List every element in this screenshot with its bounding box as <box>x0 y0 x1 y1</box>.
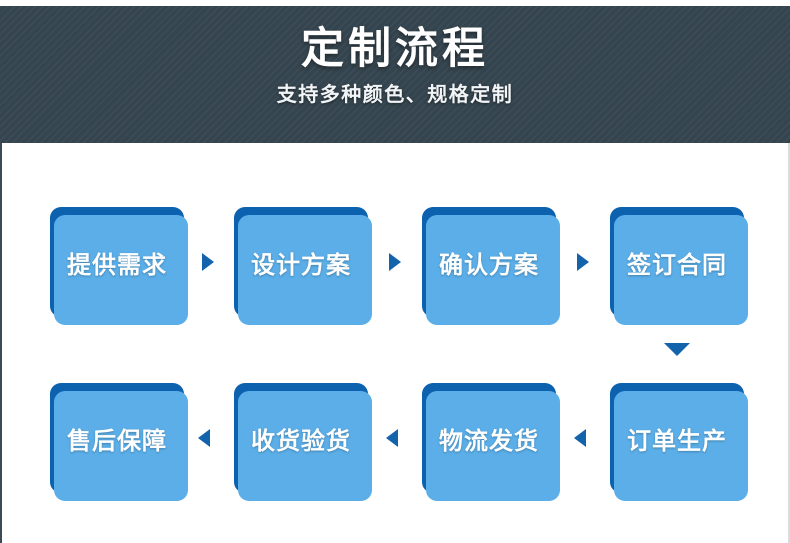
arrow-left-icon <box>386 429 398 447</box>
banner-text-block: 定制流程 支持多种颜色、规格定制 <box>0 6 790 107</box>
arrow-right-icon <box>577 253 589 271</box>
page-title: 定制流程 <box>301 25 489 73</box>
arrow-left-icon <box>574 429 586 447</box>
flow-diagram: 提供需求 设计方案 确认方案 签订合同 售后保障 收货验货 物流发货 订单生产 <box>0 143 790 543</box>
arrow-down-icon <box>664 343 690 356</box>
flow-node-design-plan[interactable]: 设计方案 <box>234 207 372 325</box>
arrow-right-icon <box>389 253 401 271</box>
flow-node-provide-requirements[interactable]: 提供需求 <box>50 207 188 325</box>
flow-node-confirm-plan[interactable]: 确认方案 <box>422 207 560 325</box>
flow-node-order-production[interactable]: 订单生产 <box>610 383 748 501</box>
flow-node-after-sales-guarantee[interactable]: 售后保障 <box>50 383 188 501</box>
page-subtitle: 支持多种颜色、规格定制 <box>276 84 514 107</box>
arrow-left-icon <box>198 429 210 447</box>
flow-row-2: 售后保障 收货验货 物流发货 订单生产 <box>2 383 790 501</box>
header-banner: 定制流程 支持多种颜色、规格定制 <box>0 6 790 143</box>
flow-node-sign-contract[interactable]: 签订合同 <box>610 207 748 325</box>
flow-node-receive-inspect[interactable]: 收货验货 <box>234 383 372 501</box>
flow-node-logistics-shipping[interactable]: 物流发货 <box>422 383 560 501</box>
arrow-right-icon <box>202 253 214 271</box>
flow-row-1: 提供需求 设计方案 确认方案 签订合同 <box>2 207 790 325</box>
